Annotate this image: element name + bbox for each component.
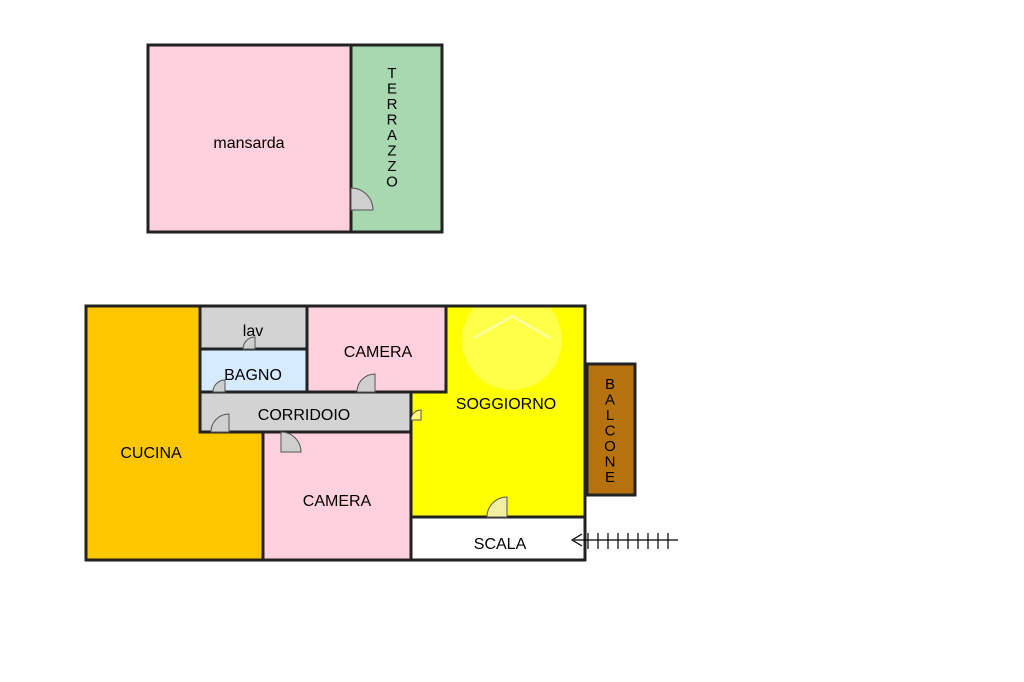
door-arc-bagno — [212, 379, 226, 393]
room-camera-top — [305, 304, 448, 394]
label-cucina: CUCINA — [120, 445, 182, 462]
door-arc-scala — [486, 496, 508, 518]
door-arc-camera-bottom — [280, 431, 302, 453]
label-soggiorno: SOGGIORNO — [456, 396, 556, 413]
door-arc-soggiorno — [410, 409, 422, 421]
label-camera-top: CAMERA — [344, 344, 413, 361]
door-arc-camera-top — [356, 373, 376, 393]
door-arc-terrazzo — [350, 187, 374, 211]
label-lav: lav — [243, 323, 263, 340]
label-bagno: BAGNO — [224, 367, 282, 384]
label-corridoio: CORRIDOIO — [258, 407, 350, 424]
room-mansarda — [146, 43, 353, 234]
label-mansarda: mansarda — [213, 135, 284, 152]
watermark-circle — [462, 290, 562, 390]
label-camera-bottom: CAMERA — [303, 493, 372, 510]
door-arc-lav — [242, 336, 256, 350]
main-floor-plan: lav BAGNO CORRIDOIO CAMERA CUCINA CAMERA… — [84, 290, 678, 562]
label-scala: SCALA — [474, 536, 527, 553]
stair-arrow — [570, 533, 678, 549]
door-arc-cucina — [210, 413, 230, 433]
watermark-roof — [473, 314, 551, 340]
room-balcone — [585, 362, 637, 497]
